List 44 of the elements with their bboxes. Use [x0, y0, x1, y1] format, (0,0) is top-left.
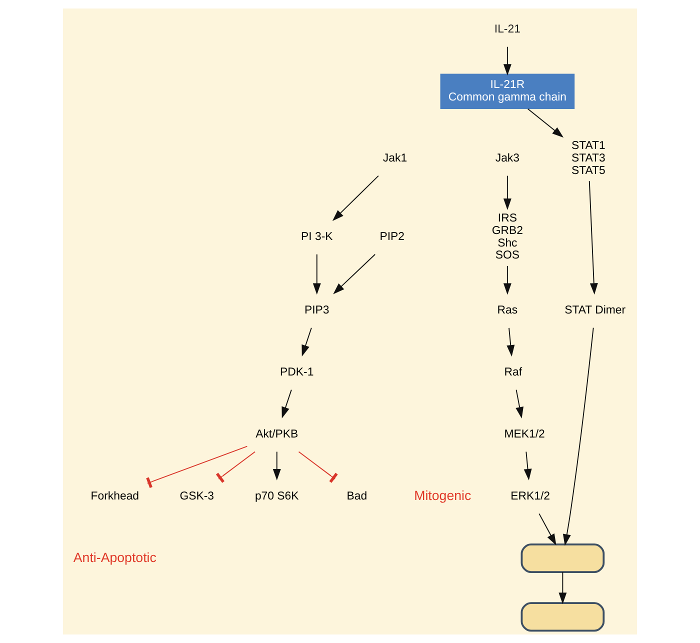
arrow	[527, 108, 564, 138]
node-text: STAT Dimer	[564, 304, 626, 316]
label: Anti-Apoptotic	[73, 550, 156, 565]
node-text: Raf	[504, 366, 522, 378]
arrow	[332, 175, 379, 221]
node-box	[520, 602, 605, 632]
node-text: Jak1	[382, 152, 408, 165]
node-text: GSK-3	[180, 490, 214, 502]
node-text: PIP2	[380, 231, 405, 244]
arrow	[562, 327, 594, 546]
node-text: ERK1/2	[510, 490, 550, 502]
arrow	[503, 46, 512, 76]
node-text: PIP3	[304, 304, 330, 316]
arrow	[272, 451, 281, 480]
node-text: Akt/PKB	[256, 428, 298, 440]
node-text: IRS GRB2 Shc SOS	[492, 212, 523, 262]
node-box: IL-21R Common gamma chain	[440, 74, 575, 110]
node-box	[520, 543, 605, 574]
connector	[298, 451, 338, 483]
arrow	[538, 513, 556, 546]
node-text: Forkhead	[90, 490, 140, 502]
arrow	[506, 327, 515, 357]
arrow	[524, 451, 532, 480]
arrow	[516, 389, 524, 418]
node-text: IL-21	[494, 23, 520, 36]
arrow	[302, 327, 312, 357]
arrow	[333, 254, 376, 294]
arrow	[503, 265, 512, 295]
node-text: PDK-1	[280, 366, 314, 378]
arrow	[282, 389, 292, 418]
node-text: Ras	[497, 304, 518, 316]
node-text: p70 S6K	[254, 490, 299, 502]
arrow	[558, 572, 567, 604]
node-text: PI 3-K	[301, 231, 333, 244]
node-text: STAT1 STAT3 STAT5	[571, 140, 606, 177]
arrow	[503, 175, 512, 210]
node-text: MEK1/2	[504, 428, 545, 440]
node-text: Jak3	[495, 152, 520, 165]
connector	[216, 451, 256, 483]
connector	[146, 446, 248, 488]
arrow	[588, 180, 598, 295]
arrow	[312, 254, 321, 295]
label: Mitogenic	[414, 488, 472, 503]
node-text: Bad	[346, 490, 368, 502]
